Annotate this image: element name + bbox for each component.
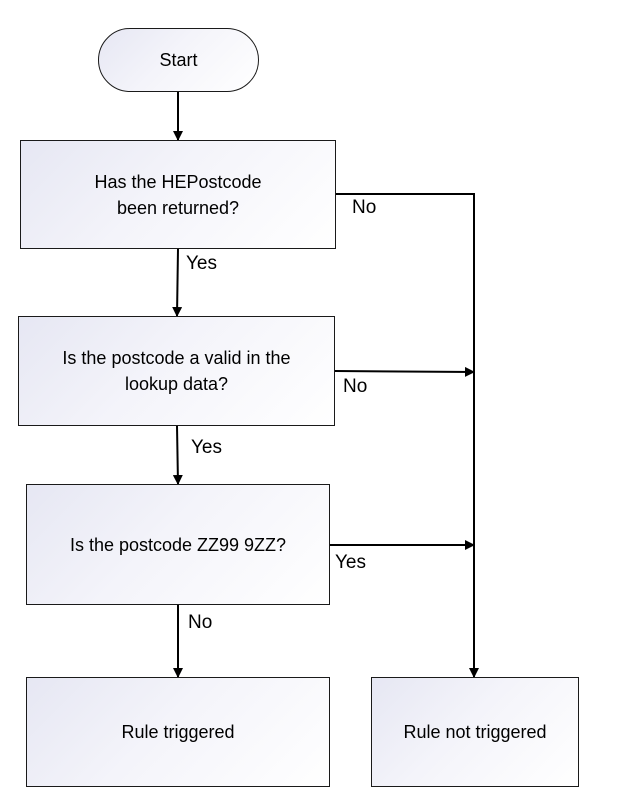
decision-postcode-valid: Is the postcode a valid in the lookup da… [18, 316, 335, 426]
outcome-rule-triggered: Rule triggered [26, 677, 330, 787]
decision-postcode-zz99-label: Is the postcode ZZ99 9ZZ? [69, 534, 287, 555]
decision-hepostcode-returned-label: Has the HEPostcode been returned? [94, 171, 262, 218]
edge-label-q3-no: No [188, 612, 213, 633]
outcome-rule-not-triggered: Rule not triggered [371, 677, 579, 787]
edge-label-q3-yes: Yes [335, 552, 366, 573]
outcome-rule-triggered-label: Rule triggered [121, 722, 235, 742]
start-node-label: Start [159, 50, 198, 70]
start-node: Start [98, 28, 259, 92]
arrow-q2-to-right-line [334, 366, 475, 377]
decision-postcode-valid-label: Is the postcode a valid in the lookup da… [62, 348, 291, 394]
outcome-rule-not-triggered-label: Rule not triggered [403, 722, 547, 742]
decision-hepostcode-returned: Has the HEPostcode been returned? [20, 140, 336, 249]
edge-label-q1-yes: Yes [186, 253, 217, 274]
decision-postcode-zz99: Is the postcode ZZ99 9ZZ? [26, 484, 330, 605]
edge-label-q1-no: No [352, 197, 377, 218]
arrow-q1-to-not-triggered [336, 193, 479, 678]
edge-label-q2-no: No [343, 376, 368, 397]
arrow-q2-to-q3 [172, 425, 183, 485]
edge-label-q2-yes: Yes [191, 437, 222, 458]
arrow-q1-to-q2 [172, 248, 183, 317]
